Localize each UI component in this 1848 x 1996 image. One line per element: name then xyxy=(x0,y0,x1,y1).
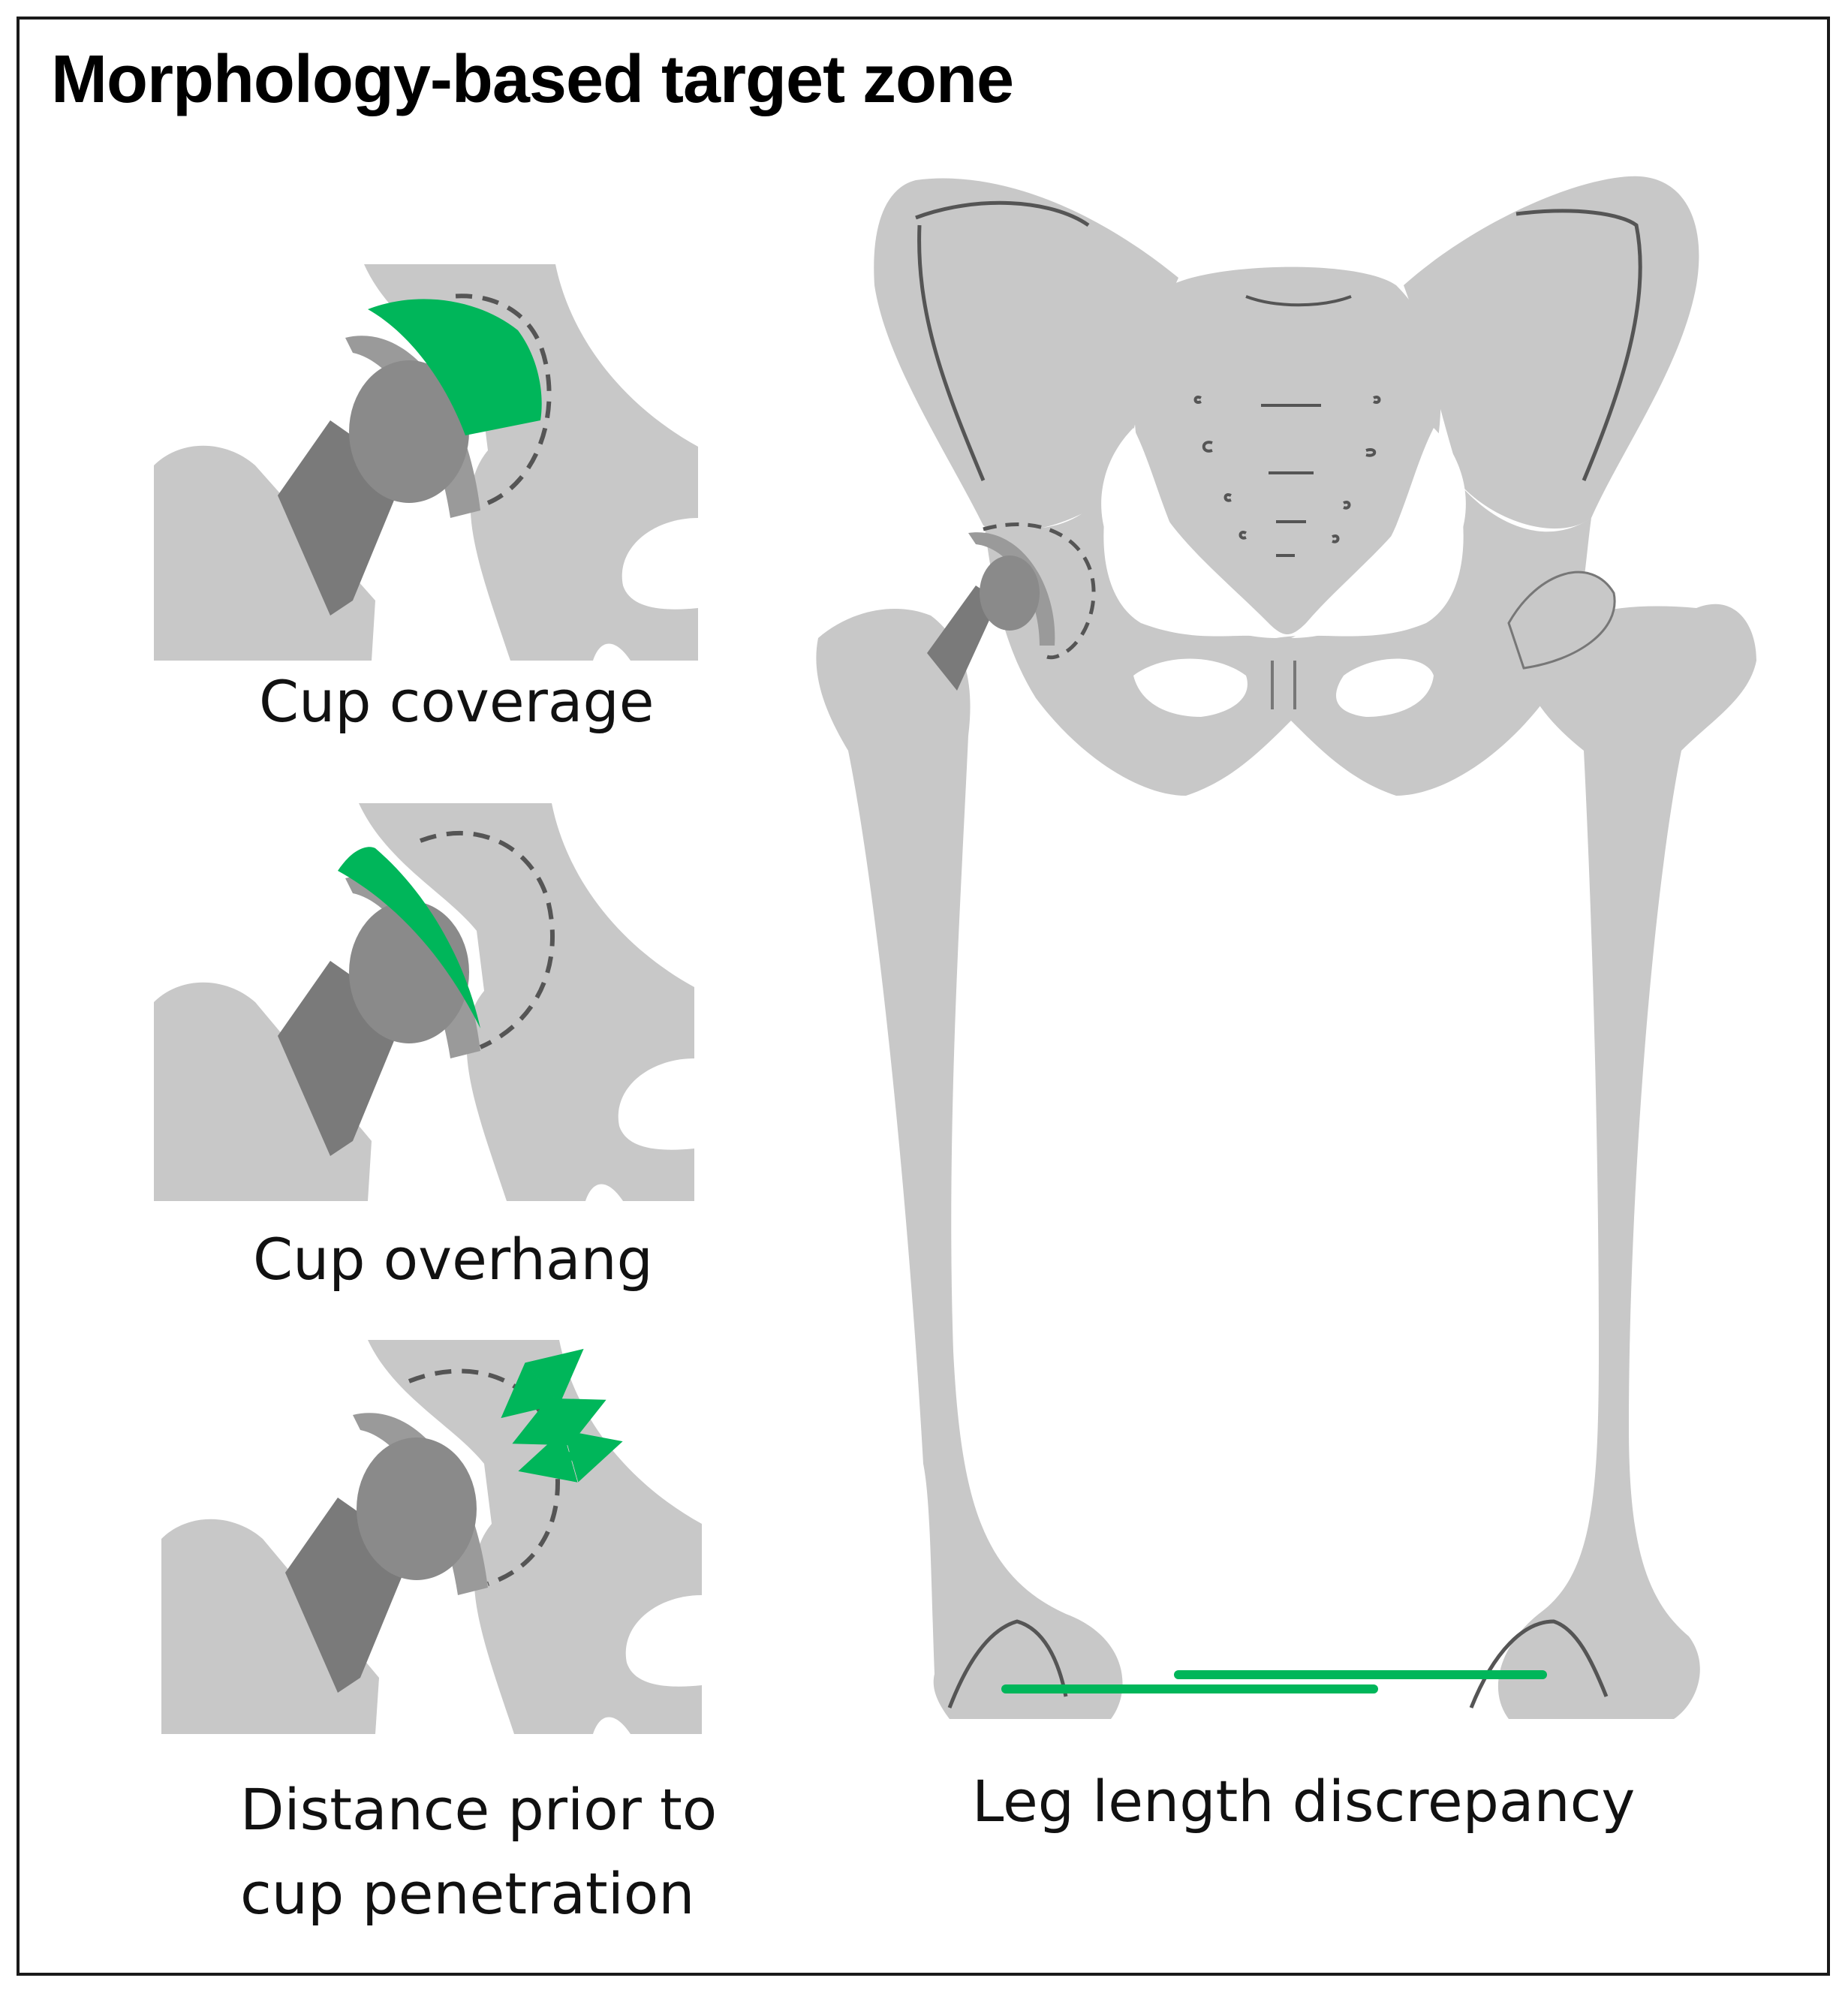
right-femur xyxy=(1497,604,1756,1719)
left-obturator xyxy=(1133,658,1248,717)
pelvic-inlet xyxy=(1101,428,1276,638)
label-distance-line-2: cup penetration xyxy=(240,1860,695,1927)
femur-block xyxy=(161,1519,379,1734)
right-ilium xyxy=(1404,176,1699,529)
label-leg-length-discrepancy: Leg length discrepancy xyxy=(972,1768,1636,1835)
implant-head xyxy=(357,1438,477,1580)
left-iliac-line xyxy=(915,200,1090,481)
label-cup-overhang: Cup overhang xyxy=(253,1226,653,1293)
acetabulum-outline xyxy=(419,831,555,1049)
acetabulum-outline xyxy=(450,294,552,505)
pelvic-inlet xyxy=(1291,428,1466,638)
distance-arrow-1 xyxy=(501,1348,584,1419)
hip-inset-overhang xyxy=(154,803,694,1201)
label-distance-line-1: Distance prior to xyxy=(240,1776,718,1843)
right-condyle-line xyxy=(1469,1619,1609,1708)
implant-head xyxy=(980,555,1040,631)
sacrum xyxy=(1133,266,1441,634)
implant-stem xyxy=(927,586,998,691)
label-cup-coverage: Cup coverage xyxy=(259,668,655,735)
right-obturator xyxy=(1336,658,1434,717)
obturator-notch xyxy=(625,1595,702,1687)
distance-arrow-3 xyxy=(518,1430,623,1483)
pelvis-bone xyxy=(368,1340,702,1734)
obturator-notch xyxy=(618,1058,694,1150)
hip-inset-distance xyxy=(161,1340,702,1734)
right-iliac-line xyxy=(1515,209,1642,481)
pelvis-full-view xyxy=(816,176,1756,1719)
acetabulum-outline xyxy=(983,522,1096,660)
figure-frame xyxy=(17,17,1830,1976)
obturator-notch xyxy=(622,518,698,610)
left-condyle-line xyxy=(947,1619,1068,1708)
pubic-region xyxy=(983,480,1591,796)
sacral-promontory-line xyxy=(1245,295,1352,307)
distance-arrow-2 xyxy=(512,1396,606,1447)
coverage-highlight xyxy=(368,299,542,435)
right-femoral-head xyxy=(1507,571,1616,670)
left-ilium xyxy=(874,178,1178,531)
hip-inset-coverage xyxy=(154,264,698,661)
pelvis-bone xyxy=(359,803,694,1201)
left-femur xyxy=(816,609,1123,1719)
overhang-highlight xyxy=(338,847,480,1028)
femur-block xyxy=(154,982,372,1201)
figure-title: Morphology-based target zone xyxy=(51,42,1014,117)
implant-head xyxy=(349,360,469,503)
femur-block xyxy=(154,445,375,661)
sacral-foramina xyxy=(1193,396,1381,557)
label-distance-prior: Distance prior to cup penetration xyxy=(240,1768,717,1936)
